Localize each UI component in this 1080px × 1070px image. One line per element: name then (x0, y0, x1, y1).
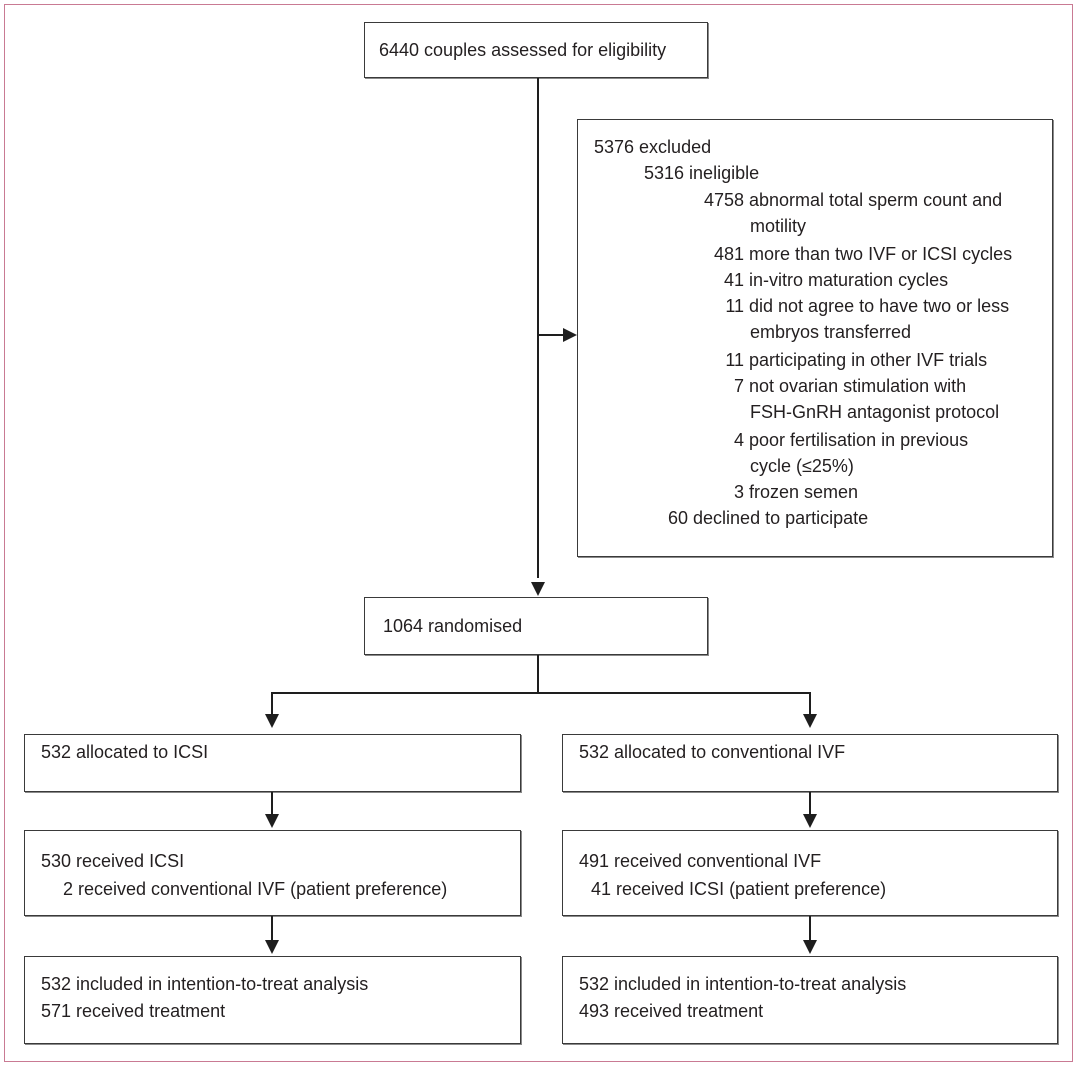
reason-cont: cycle (≤25%) (750, 456, 854, 476)
left-allocated-box: 532 allocated to ICSI (24, 734, 521, 792)
assessed-text: 6440 couples assessed for eligibility (379, 40, 667, 60)
arrow-to-excluded (563, 328, 577, 342)
left-itt-box: 532 included in intention-to-treat analy… (24, 956, 521, 1044)
reason-row: 11 did not agree to have two or less (725, 296, 1010, 316)
reason-cont: FSH-GnRH antagonist protocol (750, 402, 1000, 422)
right-received-sub: 41 received ICSI (patient preference) (591, 879, 887, 899)
excluded-declined: 60 declined to participate (668, 508, 869, 528)
reason-row: 4 poor fertilisation in previous (733, 430, 969, 450)
arrow-left-itt (265, 940, 279, 954)
arrow-left-received (265, 814, 279, 828)
left-itt-text: 532 included in intention-to-treat analy… (41, 974, 369, 994)
excluded-total: 5376 excluded (594, 137, 712, 157)
right-received-main: 491 received conventional IVF (579, 851, 822, 871)
reason-row: 481 more than two IVF or ICSI cycles (713, 244, 1013, 264)
right-treatment-text: 493 received treatment (579, 1001, 764, 1021)
right-itt-text: 532 included in intention-to-treat analy… (579, 974, 907, 994)
reason-cont: motility (750, 216, 807, 236)
connector-randomised-down (537, 655, 539, 693)
excluded-box: 5376 excluded 5316 ineligible 4758 abnor… (577, 119, 1053, 557)
excluded-ineligible: 5316 ineligible (644, 163, 760, 183)
arrow-right-received (803, 814, 817, 828)
reason-row: 3 frozen semen (733, 482, 859, 502)
connector-split-horizontal (271, 692, 811, 694)
assessed-box: 6440 couples assessed for eligibility (364, 22, 708, 78)
arrow-right-itt (803, 940, 817, 954)
connector-left-down (271, 692, 273, 714)
reason-row: 4758 abnormal total sperm count and (703, 190, 1003, 210)
randomised-box: 1064 randomised (364, 597, 708, 655)
connector-to-excluded (538, 334, 564, 336)
right-itt-box: 532 included in intention-to-treat analy… (562, 956, 1058, 1044)
reason-row: 7 not ovarian stimulation with (733, 376, 967, 396)
left-allocated-text: 532 allocated to ICSI (41, 742, 209, 762)
arrow-to-randomised (531, 582, 545, 596)
connector-right-1 (809, 792, 811, 814)
left-received-box: 530 received ICSI 2 received conventiona… (24, 830, 521, 916)
left-received-sub: 2 received conventional IVF (patient pre… (63, 879, 448, 899)
left-treatment-text: 571 received treatment (41, 1001, 226, 1021)
right-allocated-text: 532 allocated to conventional IVF (579, 742, 846, 762)
arrow-to-left-allocated (265, 714, 279, 728)
reason-row: 41 in-vitro maturation cycles (723, 270, 949, 290)
connector-left-2 (271, 916, 273, 940)
connector-main-vertical (537, 78, 539, 578)
right-received-box: 491 received conventional IVF 41 receive… (562, 830, 1058, 916)
randomised-text: 1064 randomised (383, 616, 523, 636)
figure-frame (4, 4, 1073, 1062)
connector-left-1 (271, 792, 273, 814)
reason-row: 11 participating in other IVF trials (725, 350, 988, 370)
reason-cont: embryos transferred (750, 322, 912, 342)
connector-right-2 (809, 916, 811, 940)
right-allocated-box: 532 allocated to conventional IVF (562, 734, 1058, 792)
connector-right-down (809, 692, 811, 714)
left-received-main: 530 received ICSI (41, 851, 185, 871)
arrow-to-right-allocated (803, 714, 817, 728)
